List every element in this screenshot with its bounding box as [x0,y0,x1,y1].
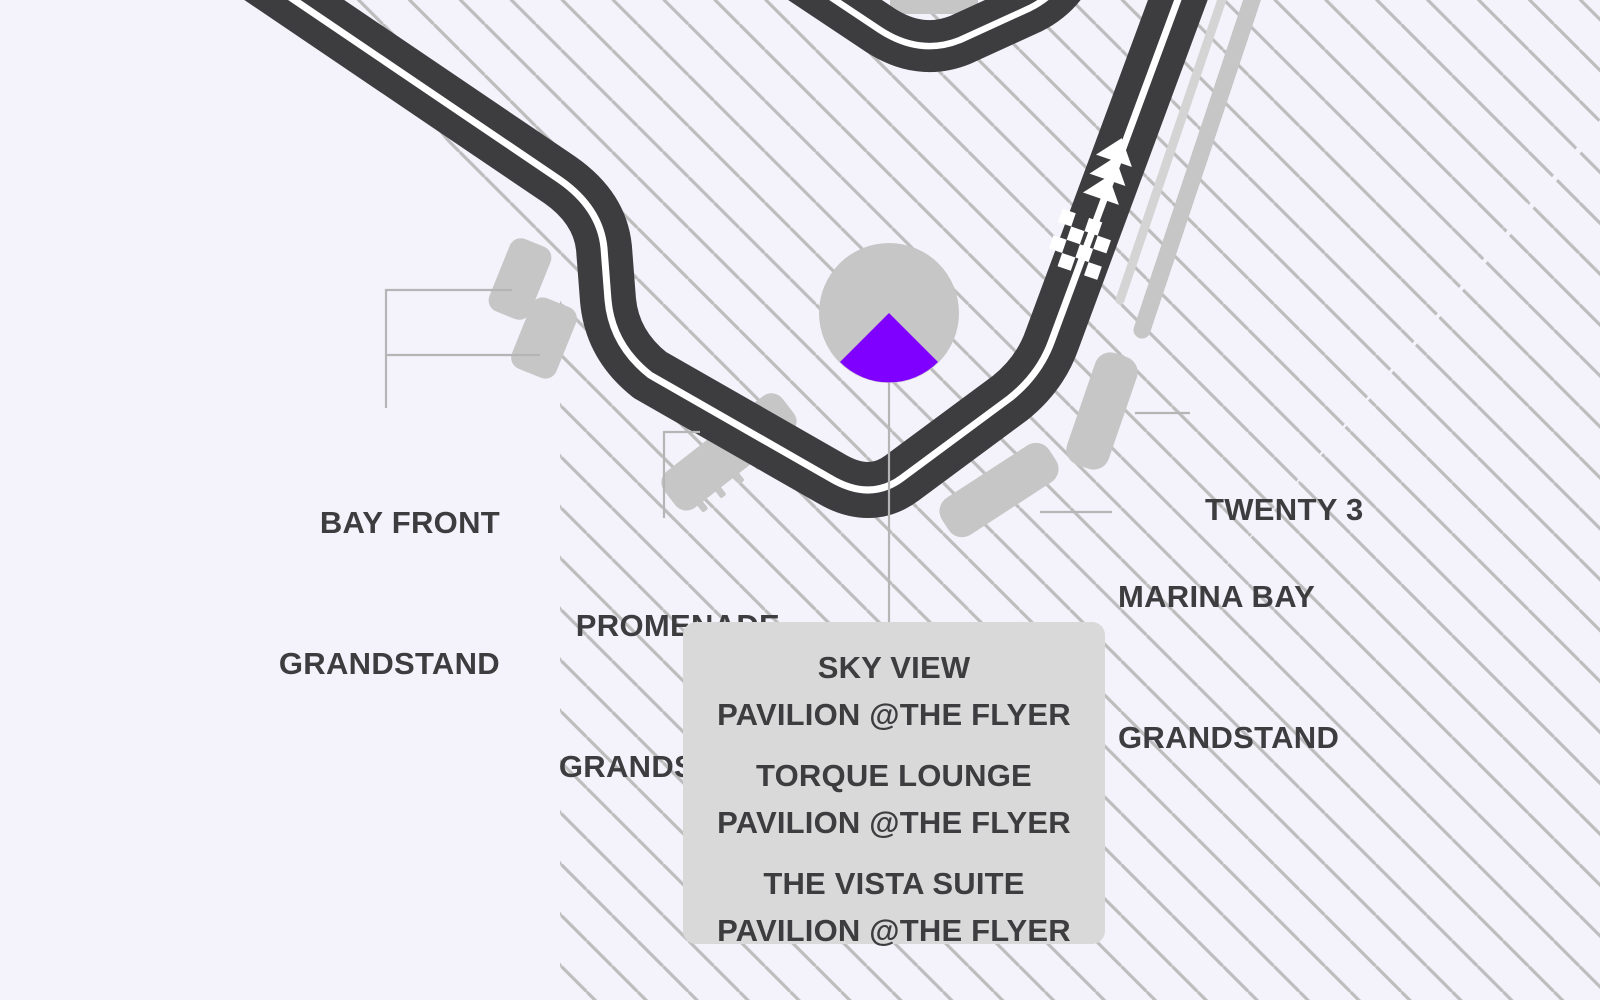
venue-item[interactable]: SKY VIEW PAVILION @THE FLYER [683,644,1105,738]
label-bay-front-line2: GRANDSTAND [278,646,500,681]
label-bay-front-line1: BAY FRONT [319,505,500,540]
race-track [244,0,1208,518]
venue-item[interactable]: THE VISTA SUITE PAVILION @THE FLYER [683,860,1105,954]
chevron-arrows-icon [1082,138,1132,205]
venue-location: PAVILION @THE FLYER [717,805,1071,840]
selected-zone-marker [819,243,959,383]
race-track-upper-loop [788,0,1080,73]
leader-lines [384,288,1190,622]
label-twenty-3-line1: TWENTY 3 [1205,492,1364,527]
venue-location: PAVILION @THE FLYER [717,697,1071,732]
grandstand-top-block [890,0,978,14]
venue-location: PAVILION @THE FLYER [717,913,1071,948]
label-marina-bay-line2: GRANDSTAND [1118,720,1340,755]
leader-bay-front [384,288,540,408]
label-marina-bay-line1: MARINA BAY [1118,579,1316,614]
checkered-flag-icon [1048,208,1111,280]
marker-wedge [840,313,938,383]
venue-name: TORQUE LOUNGE [756,758,1032,793]
grandstand-twenty-3 [1066,352,1138,470]
track-upper-center-line [829,0,1049,50]
grandstand-bay-front-lower [511,297,577,379]
venue-name: THE VISTA SUITE [763,866,1025,901]
venue-info-panel[interactable]: SKY VIEW PAVILION @THE FLYER TORQUE LOUN… [683,622,1105,948]
grandstand-bay-front-upper [488,238,552,320]
leader-promenade [662,430,700,518]
venue-name: SKY VIEW [817,650,971,685]
label-marina-bay-grandstand[interactable]: MARINA BAY GRANDSTAND [1118,479,1558,855]
start-finish-marker [1048,138,1132,280]
label-bay-front-grandstand[interactable]: BAY FRONT GRANDSTAND [80,405,500,781]
grandstand-marina-bay [939,442,1059,538]
label-twenty-3[interactable]: TWENTY 3 [1205,392,1585,627]
track-center-line [288,0,1182,494]
venue-item[interactable]: TORQUE LOUNGE PAVILION @THE FLYER [683,752,1105,846]
